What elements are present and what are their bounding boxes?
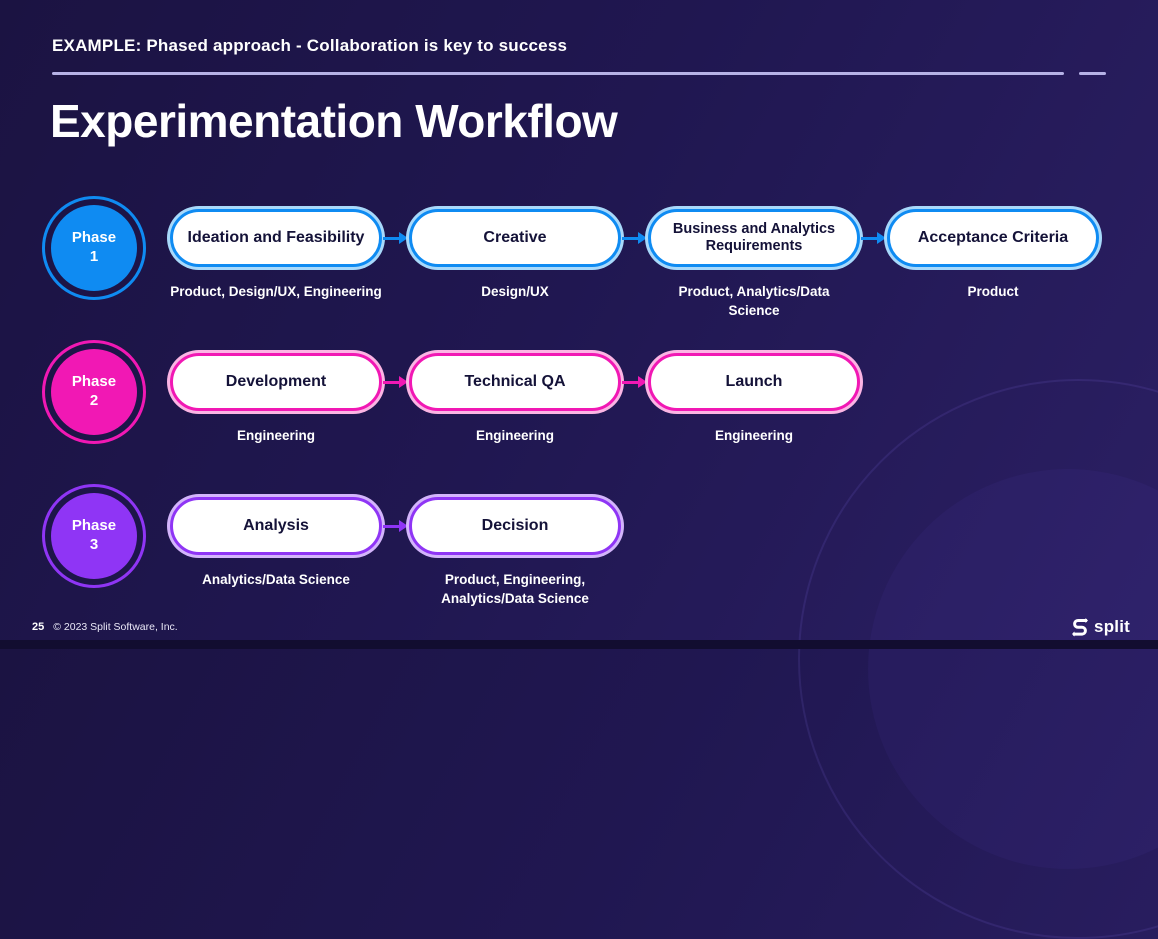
divider-dash bbox=[1079, 72, 1106, 75]
step-pill: Creative bbox=[409, 209, 621, 267]
arrow-icon bbox=[382, 209, 409, 267]
step-pill: Business and Analytics Requirements bbox=[648, 209, 860, 267]
phase-1-number: 1 bbox=[89, 248, 99, 265]
page-number: 25 bbox=[32, 621, 45, 633]
phase-2-badge-label: Phase 2 bbox=[51, 349, 137, 435]
step-analysis: Analysis Analytics/Data Science bbox=[170, 484, 382, 590]
step-technical-qa: Technical QA Engineering bbox=[409, 340, 621, 446]
arrow-icon bbox=[382, 353, 409, 411]
page-title: Experimentation Workflow bbox=[50, 95, 618, 147]
phase-1-name: Phase bbox=[71, 229, 117, 247]
owners-label: Product bbox=[967, 284, 1019, 299]
phase-3-steps: Analysis Analytics/Data Science Decision… bbox=[170, 484, 621, 609]
step-pill: Technical QA bbox=[409, 353, 621, 411]
slide-background: { "slide": { "eyebrow": "EXAMPLE: Phased… bbox=[0, 0, 1158, 649]
step-pill: Development bbox=[170, 353, 382, 411]
phase-2-steps: Development Engineering Technical QA Eng… bbox=[170, 340, 860, 446]
split-logo-text: split bbox=[1094, 617, 1130, 636]
arrow-icon bbox=[621, 353, 648, 411]
arrow-icon bbox=[621, 209, 648, 267]
step-pill: Launch bbox=[648, 353, 860, 411]
phase-row-1: Phase 1 Ideation and Feasibility Product… bbox=[0, 196, 1158, 340]
phase-2-number: 2 bbox=[89, 392, 99, 409]
split-logo-icon bbox=[1072, 618, 1089, 637]
owners-label: Engineering bbox=[475, 428, 554, 443]
phase-row-3: Phase 3 Analysis Analytics/Data Science … bbox=[0, 484, 1158, 628]
step-pill: Ideation and Feasibility bbox=[170, 209, 382, 267]
step-creative: Creative Design/UX bbox=[409, 196, 621, 302]
owners-label: Design/UX bbox=[481, 284, 549, 299]
copyright: © 2023 Split Software, Inc. bbox=[53, 621, 178, 633]
phase-2-name: Phase bbox=[71, 373, 117, 391]
phase-2-badge: Phase 2 bbox=[42, 340, 146, 444]
owners-label: Analytics/Data Science bbox=[202, 572, 350, 587]
footer: 25 © 2023 Split Software, Inc. bbox=[32, 621, 178, 633]
split-logo: split bbox=[1071, 617, 1130, 637]
step-launch: Launch Engineering bbox=[648, 340, 860, 446]
step-development: Development Engineering bbox=[170, 340, 382, 446]
phase-1-steps: Ideation and Feasibility Product, Design… bbox=[170, 196, 1099, 321]
phase-1-badge-label: Phase 1 bbox=[51, 205, 137, 291]
arrow-icon bbox=[860, 209, 887, 267]
owners-label: Engineering bbox=[714, 428, 793, 443]
owners-label: Product, Design/UX, Engineering bbox=[170, 284, 382, 299]
owners-label: Product, Engineering, Analytics/Data Sci… bbox=[441, 572, 589, 606]
step-decision: Decision Product, Engineering, Analytics… bbox=[409, 484, 621, 609]
phase-1-badge: Phase 1 bbox=[42, 196, 146, 300]
phase-3-name: Phase bbox=[71, 517, 117, 535]
divider-line bbox=[52, 72, 1064, 75]
phase-3-badge-label: Phase 3 bbox=[51, 493, 137, 579]
phase-row-2: Phase 2 Development Engineering Technica… bbox=[0, 340, 1158, 484]
step-business-analytics-requirements: Business and Analytics Requirements Prod… bbox=[648, 196, 860, 321]
divider bbox=[52, 72, 1106, 75]
arrow-icon bbox=[382, 497, 409, 555]
step-pill: Acceptance Criteria bbox=[887, 209, 1099, 267]
phase-3-number: 3 bbox=[89, 536, 99, 553]
step-ideation: Ideation and Feasibility Product, Design… bbox=[170, 196, 382, 302]
step-pill: Decision bbox=[409, 497, 621, 555]
owners-label: Engineering bbox=[236, 428, 315, 443]
step-pill: Analysis bbox=[170, 497, 382, 555]
eyebrow-title: EXAMPLE: Phased approach - Collaboration… bbox=[52, 36, 568, 55]
workflow-diagram: Phase 1 Ideation and Feasibility Product… bbox=[0, 196, 1158, 628]
bottom-strip bbox=[0, 640, 1158, 649]
phase-3-badge: Phase 3 bbox=[42, 484, 146, 588]
step-acceptance-criteria: Acceptance Criteria Product bbox=[887, 196, 1099, 302]
owners-label: Product, Analytics/Data Science bbox=[678, 284, 830, 318]
